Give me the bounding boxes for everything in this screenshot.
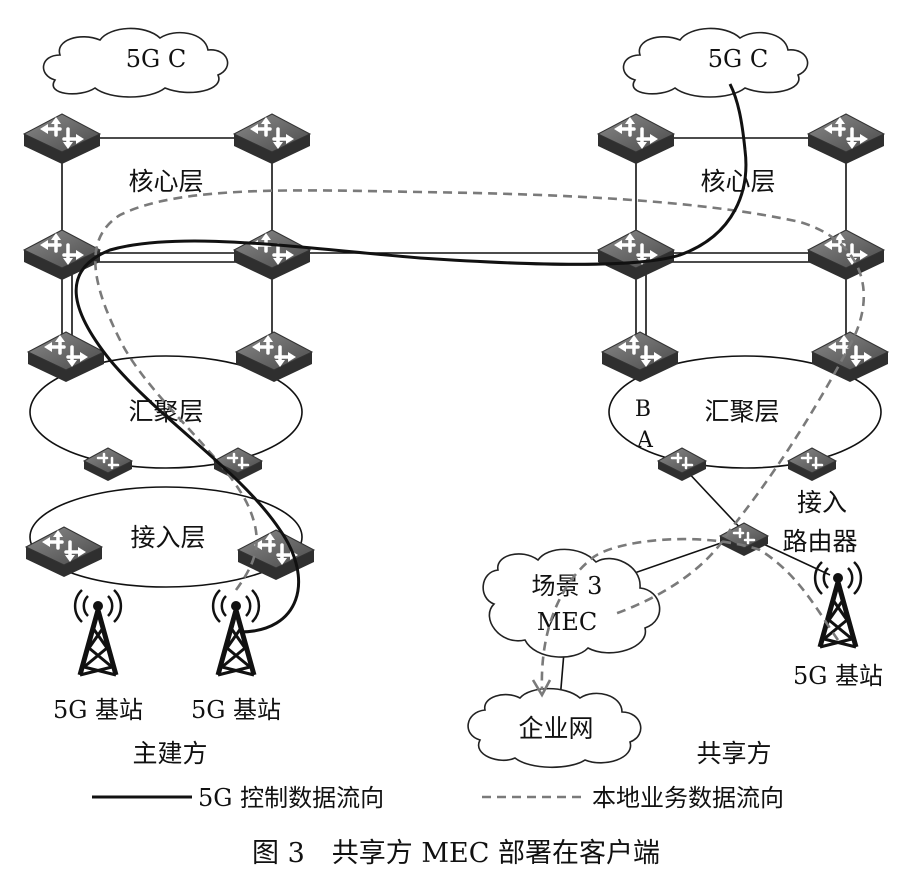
left-access-layer-label: 接入层	[130, 523, 205, 552]
right-core-switch-4	[806, 228, 886, 282]
right-side-label: 共享方	[696, 739, 771, 768]
local-service-flow-path	[94, 189, 866, 617]
left-base-station-2-label: 5G 基站	[191, 696, 281, 724]
left-aggregation-switch-2	[234, 330, 314, 384]
right-aggregation-switch-3	[656, 446, 708, 483]
right-base-station-icon	[815, 562, 861, 647]
right-port-b-label: B	[635, 397, 651, 422]
right-aggregation-switch-4	[786, 446, 838, 483]
right-aggregation-ring	[608, 355, 882, 469]
left-cloud-label: 5G C	[126, 45, 186, 73]
right-cloud-label: 5G C	[708, 45, 768, 73]
left-aggregation-ring	[29, 355, 303, 469]
figure-caption: 图 3 共享方 MEC 部署在客户端	[252, 838, 660, 869]
left-cloud	[42, 27, 229, 98]
right-port-a-label: A	[636, 428, 654, 453]
access-router-icon	[718, 521, 770, 558]
legend-control-label: 5G 控制数据流向	[198, 784, 384, 812]
left-aggregation-switch-3	[82, 446, 134, 483]
legend-local-label: 本地业务数据流向	[592, 784, 784, 812]
right-core-switch-2	[806, 112, 886, 166]
left-base-station-1-icon	[75, 590, 121, 675]
access-router-label-line1: 接入	[797, 488, 847, 517]
right-core-switch-3	[596, 228, 676, 282]
mec-label-line1: 场景 3	[532, 572, 603, 600]
control-flow-path	[74, 83, 748, 634]
left-core-switch-2	[232, 112, 312, 166]
right-cloud	[622, 27, 809, 98]
enterprise-network-label: 企业网	[518, 714, 593, 743]
right-aggregation-layer-label: 汇聚层	[704, 397, 779, 426]
local-service-flow-path-2	[540, 537, 840, 691]
local-service-flow-arrowhead	[531, 679, 552, 698]
left-base-station-1-label: 5G 基站	[53, 696, 143, 724]
right-core-switch-1	[596, 112, 676, 166]
right-aggregation-switch-2	[810, 330, 890, 384]
enterprise-cloud	[467, 687, 642, 769]
access-router-label-line2: 路由器	[782, 527, 857, 556]
left-core-switch-3	[22, 228, 102, 282]
left-aggregation-switch-1	[26, 330, 106, 384]
right-core-layer-label: 核心层	[700, 167, 775, 196]
left-core-switch-1	[22, 112, 102, 166]
right-aggregation-switch-1	[600, 330, 680, 384]
right-base-station-label: 5G 基站	[793, 662, 883, 690]
left-aggregation-layer-label: 汇聚层	[128, 397, 203, 426]
left-side-label: 主建方	[132, 739, 207, 768]
mec-label-line2: MEC	[537, 608, 597, 636]
left-access-switch-1	[24, 525, 104, 579]
left-access-ring	[29, 486, 303, 588]
left-core-layer-label: 核心层	[128, 167, 203, 196]
mec-cloud	[482, 548, 661, 658]
left-core-switch-4	[232, 228, 312, 282]
